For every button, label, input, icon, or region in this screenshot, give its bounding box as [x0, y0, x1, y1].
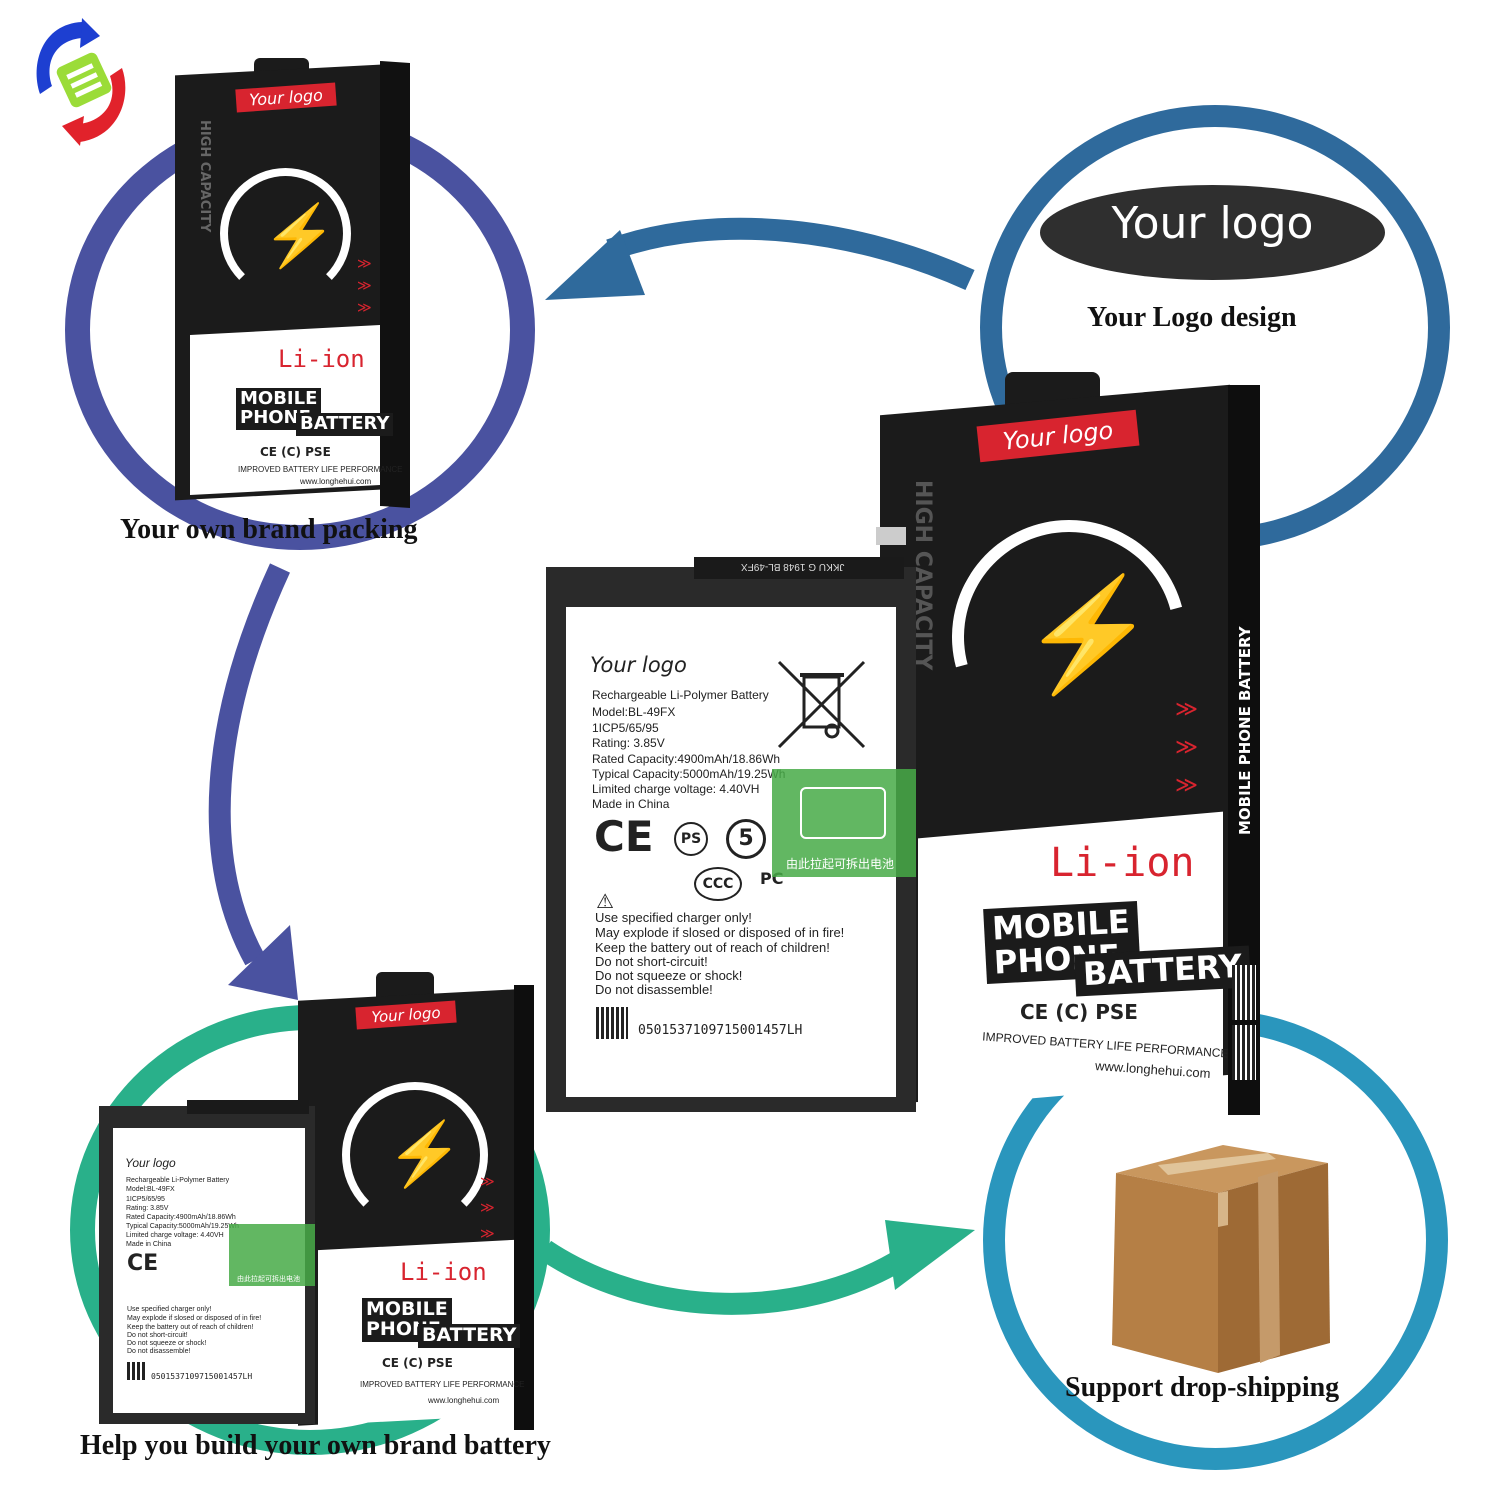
- ccc-mark-icon: CCC: [694, 867, 742, 901]
- recycle-5-icon: 5: [726, 819, 766, 859]
- bl-battery-warning-2: Keep the battery out of reach of childre…: [127, 1324, 254, 1331]
- package-battery: BATTERY: [296, 413, 394, 436]
- bl-battery-line-4: Rated Capacity:4900mAh/18.86Wh: [126, 1214, 236, 1221]
- package-li-ion: Li-ion: [278, 345, 365, 373]
- warning-icon: ⚠: [596, 889, 614, 913]
- bl-website: www.longhehui.com: [428, 1396, 500, 1405]
- bl-battery-line-7: Made in China: [126, 1241, 172, 1248]
- chevron-icons: ≫≫≫: [357, 255, 372, 315]
- bl-battery-logo: Your logo: [125, 1156, 176, 1170]
- center-spine-text: MOBILE PHONE BATTERY: [1236, 626, 1254, 835]
- package-certs: CE (C) PSE: [260, 445, 331, 459]
- center-li-ion: Li-ion: [1050, 840, 1195, 886]
- logo-badge: [1040, 185, 1385, 280]
- battery-line-6: Limited charge voltage: 4.40VH: [592, 782, 760, 796]
- battery-warning-1: May explode if slosed or disposed of in …: [595, 925, 845, 940]
- crossed-bin-icon: [777, 660, 866, 749]
- bl-battery-serial: 0501537109715001457LH: [151, 1372, 253, 1381]
- battery-line-0: Rechargeable Li-Polymer Battery: [592, 688, 769, 702]
- lightning-icon: ⚡: [262, 202, 337, 269]
- battery-serial: 0501537109715001457LH: [638, 1023, 803, 1038]
- battery-line-1: Model:BL-49FX: [592, 705, 676, 719]
- caption-brand-battery: Help you build your own brand battery: [80, 1430, 551, 1461]
- battery-logo: Your logo: [590, 653, 687, 677]
- battery-line-5: Typical Capacity:5000mAh/19.25Wh: [592, 767, 786, 781]
- pull-tab[interactable]: 由此拉起可拆出电池: [772, 769, 916, 877]
- caption-brand-packing: Your own brand packing: [120, 514, 418, 545]
- package-side-text: HIGH CAPACITY: [197, 120, 212, 233]
- center-chevron-icons: ≫≫≫: [1175, 696, 1199, 797]
- bl-battery-warning-5: Do not disassemble!: [127, 1348, 191, 1355]
- power-ring: [220, 168, 351, 299]
- bl-battery-line-0: Rechargeable Li-Polymer Battery: [126, 1177, 230, 1184]
- battery-bottom-left: Your logo Rechargeable Li-Polymer Batter…: [99, 1100, 315, 1424]
- pse-mark-icon: PS: [674, 822, 708, 856]
- bl-battery-line-6: Limited charge voltage: 4.40VH: [126, 1232, 224, 1239]
- package-website: www.longhehui.com: [300, 477, 372, 486]
- bl-battery-warning-4: Do not squeeze or shock!: [127, 1340, 207, 1347]
- center-certs: CE (C) PSE: [1020, 1000, 1138, 1024]
- bl-lightning-icon: ⚡: [386, 1120, 464, 1189]
- bl-battery-line-3: Rating: 3.85V: [126, 1205, 169, 1212]
- arrow-head-top: [545, 230, 645, 300]
- arrow-head-left: [228, 925, 298, 1000]
- center-lightning-icon: ⚡: [1020, 573, 1157, 696]
- battery-line-2: 1ICP5/65/95: [592, 721, 659, 735]
- battery-warning-3: Do not short-circuit!: [595, 954, 708, 969]
- bl-battery-warning-1: May explode if slosed or disposed of in …: [127, 1315, 262, 1322]
- battery-warning-4: Do not squeeze or shock!: [595, 968, 743, 983]
- bl-chevron-icons: ≫≫≫: [480, 1173, 495, 1241]
- bl-certs: CE (C) PSE: [382, 1356, 453, 1370]
- logo-badge-text: Your logo: [1111, 198, 1314, 249]
- battery-warning-5: Do not disassemble!: [595, 982, 713, 997]
- bl-pull-tab-text: 由此拉起可拆出电池: [237, 1275, 300, 1283]
- pull-tab-icon: [800, 787, 886, 839]
- battery-flex-text: JKKU G 1948 BL-49FX: [741, 561, 845, 572]
- battery-center: JKKU G 1948 BL-49FX Your logo Rechargeab…: [546, 527, 916, 1112]
- battery-line-7: Made in China: [592, 797, 670, 811]
- battery-warning-0: Use specified charger only!: [595, 910, 752, 925]
- bl-li-ion: Li-ion: [400, 1258, 487, 1286]
- bl-battery-line-5: Typical Capacity:5000mAh/19.25Wh: [126, 1223, 239, 1230]
- pull-tab-text: 由此拉起可拆出电池: [786, 857, 895, 871]
- bl-battery-warning-3: Do not short-circuit!: [127, 1332, 188, 1339]
- caption-logo-design: Your Logo design: [1087, 302, 1297, 333]
- bl-battery-warning-0: Use specified charger only!: [127, 1306, 212, 1313]
- company-logo: [36, 18, 126, 146]
- bl-improved: IMPROVED BATTERY LIFE PERFORMANCE: [360, 1380, 525, 1389]
- bl-ce-mark-icon: CE: [127, 1251, 159, 1276]
- center-qr-code: [1232, 965, 1256, 1020]
- battery-qr-code: [596, 1007, 628, 1039]
- battery-warning-2: Keep the battery out of reach of childre…: [595, 940, 830, 955]
- bl-battery-line-2: 1ICP5/65/95: [126, 1196, 165, 1203]
- bl-battery-line-1: Model:BL-49FX: [126, 1186, 175, 1193]
- bl-power-ring: [342, 1082, 488, 1228]
- battery-line-3: Rating: 3.85V: [592, 736, 665, 750]
- battery-line-4: Rated Capacity:4900mAh/18.86Wh: [592, 752, 781, 766]
- arrow-head-bottom: [885, 1220, 975, 1290]
- cardboard-box-icon: [1112, 1145, 1330, 1373]
- bl-pull-tab[interactable]: 由此拉起可拆出电池: [229, 1224, 315, 1286]
- caption-drop-shipping: Support drop-shipping: [1065, 1372, 1340, 1403]
- bl-battery: BATTERY: [418, 1324, 521, 1348]
- bl-battery-qr-code: [127, 1362, 145, 1380]
- package-improved: IMPROVED BATTERY LIFE PERFORMANCE: [238, 465, 403, 474]
- center-qr-code-2: [1232, 1025, 1256, 1080]
- ce-mark-icon: CE: [594, 812, 654, 861]
